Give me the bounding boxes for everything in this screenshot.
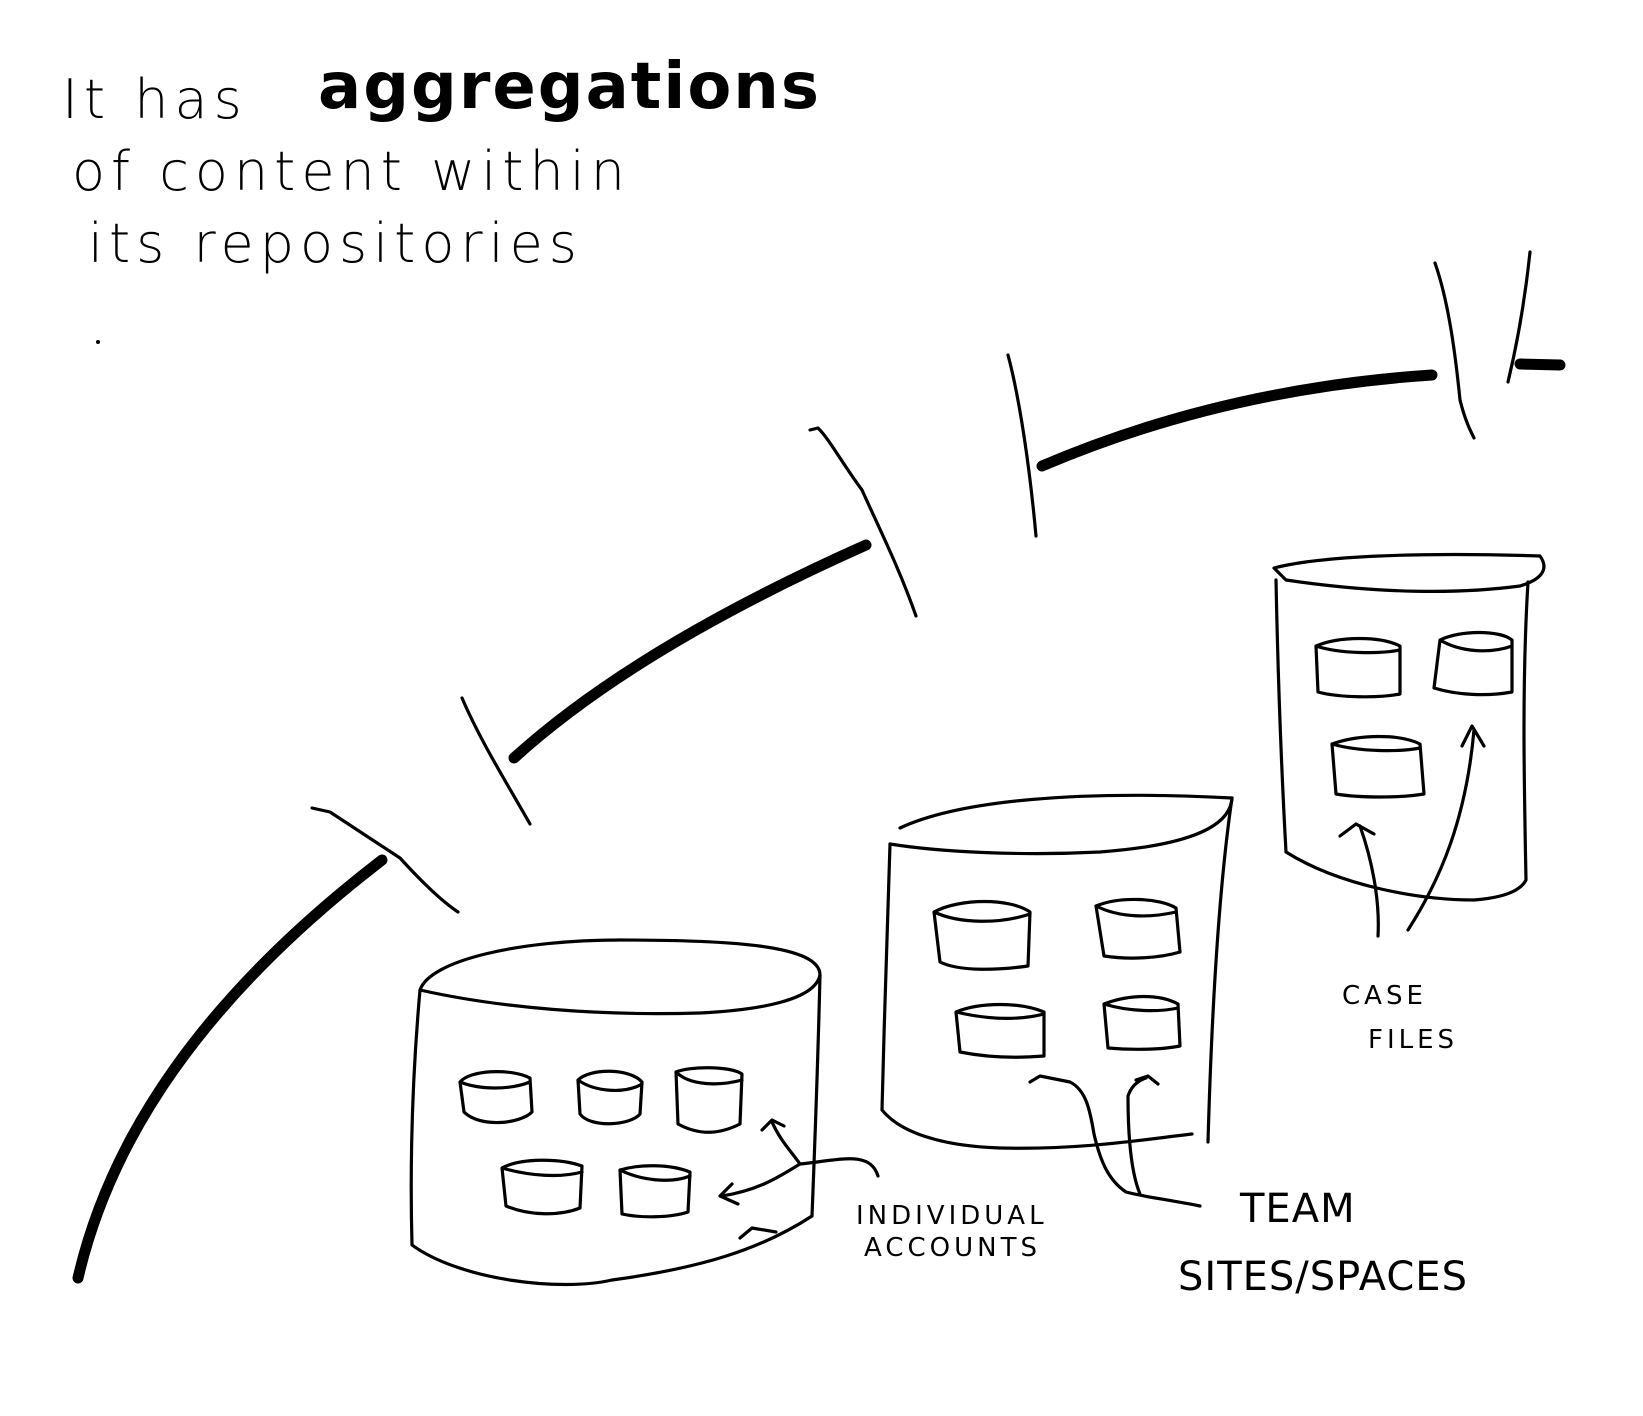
arrow-icon <box>718 1157 880 1206</box>
arc-segment-3 <box>1036 369 1438 472</box>
content-item-icon <box>1314 636 1402 699</box>
cylinder-body <box>1274 578 1530 902</box>
tick-2 <box>460 696 532 826</box>
stray-dot <box>96 340 100 344</box>
label-team-line2: SITES/SPACES <box>1178 1254 1468 1300</box>
arrow-icon <box>1028 1074 1202 1208</box>
content-item-icon <box>1094 897 1182 960</box>
caption: It has aggregations of content within it… <box>62 50 821 344</box>
growth-arc <box>72 358 1566 1284</box>
content-item-icon <box>1330 734 1426 799</box>
tick-5 <box>1433 261 1476 440</box>
label-individual-line1: INDIVIDUAL <box>856 1201 1048 1231</box>
cylinder-body <box>880 796 1234 1150</box>
caption-line1-emphasis: aggregations <box>318 50 821 124</box>
arc-segment-1 <box>72 854 388 1284</box>
content-item-icon <box>500 1158 584 1216</box>
arrow-icon <box>760 1118 802 1166</box>
tick-1 <box>310 806 460 914</box>
cylinder-top <box>888 793 1234 856</box>
arc-segment-4 <box>1514 358 1566 371</box>
arc-ticks <box>310 250 1532 914</box>
arrow-icon <box>1126 1074 1160 1196</box>
content-items <box>1314 630 1514 799</box>
arc-segment-2 <box>508 539 872 764</box>
cylinder-top <box>1272 552 1546 594</box>
content-items <box>458 1066 744 1219</box>
content-item-icon <box>1102 994 1182 1051</box>
label-individual-line2: ACCOUNTS <box>864 1233 1041 1263</box>
repository-case-files <box>1272 552 1546 938</box>
caption-line3: its repositories <box>88 212 583 275</box>
content-item-icon <box>954 1002 1046 1059</box>
tick-6 <box>1506 250 1532 384</box>
content-item-icon <box>1432 630 1514 697</box>
repository-individual-accounts <box>409 938 880 1287</box>
arrow-icon <box>1338 822 1380 938</box>
cylinder-body <box>409 973 822 1287</box>
content-item-icon <box>932 899 1032 971</box>
content-items <box>932 897 1182 1059</box>
caption-line1-prefix: It has <box>62 68 248 131</box>
labels: INDIVIDUAL ACCOUNTS TEAM SITES/SPACES CA… <box>856 981 1468 1300</box>
repository-team-sites <box>880 793 1234 1208</box>
tick-4 <box>1006 353 1038 538</box>
caption-line2: of content within <box>72 140 631 203</box>
label-case-line1: CASE <box>1342 981 1427 1011</box>
label-case-line2: FILES <box>1368 1025 1458 1055</box>
arrow-icon <box>1406 724 1486 932</box>
content-item-icon <box>576 1069 644 1126</box>
content-item-icon <box>674 1066 744 1134</box>
tick-3 <box>808 426 918 618</box>
arrow-icon <box>738 1226 778 1240</box>
content-item-icon <box>458 1070 534 1125</box>
cylinder-top <box>418 938 822 1016</box>
label-team-line1: TEAM <box>1239 1186 1356 1232</box>
content-item-icon <box>618 1164 692 1219</box>
